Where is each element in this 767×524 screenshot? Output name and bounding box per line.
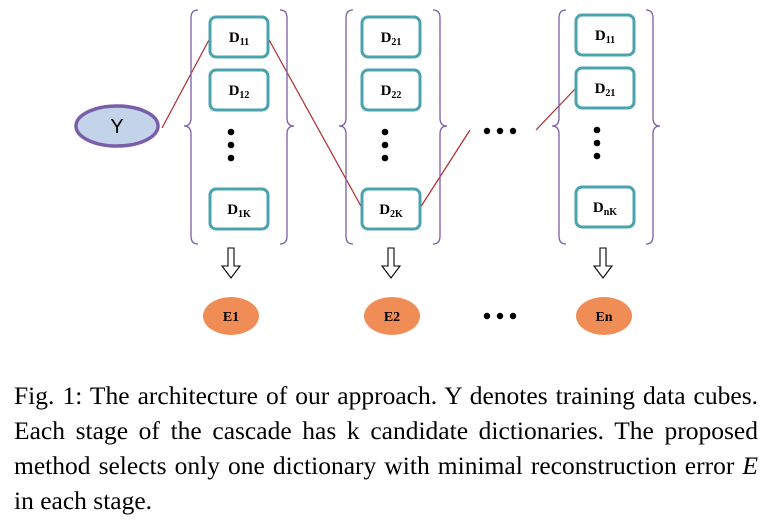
dict-main: D bbox=[595, 28, 606, 44]
dict-main: D bbox=[593, 200, 604, 216]
horizontal-ellipsis-bottom bbox=[483, 312, 517, 320]
dict-sub: 1K bbox=[238, 209, 251, 220]
horizontal-ellipsis-top bbox=[483, 127, 517, 135]
down-arrow-icon bbox=[220, 247, 242, 279]
error-node-label: En bbox=[595, 310, 612, 325]
down-arrow-icon bbox=[380, 247, 402, 279]
dict-sub: 22 bbox=[391, 90, 401, 101]
dict-main: D bbox=[379, 202, 390, 218]
stage-n-left-brace bbox=[551, 9, 567, 245]
error-node-label: E1 bbox=[223, 310, 239, 325]
dict-sub: 11 bbox=[606, 35, 615, 46]
input-node-label: Y bbox=[110, 116, 123, 138]
stage-2-right-brace bbox=[432, 9, 448, 245]
dictionary-box-d11: D11 bbox=[208, 15, 270, 59]
dictionary-box-d12: D12 bbox=[208, 68, 270, 112]
svg-text:D21: D21 bbox=[595, 81, 616, 99]
vertical-ellipsis bbox=[227, 128, 235, 162]
error-node-en: En bbox=[576, 297, 632, 335]
svg-text:D12: D12 bbox=[229, 83, 250, 101]
svg-text:D1K: D1K bbox=[227, 202, 251, 220]
stage-1-right-brace bbox=[279, 9, 295, 245]
stage-2: D21 D22 D2K E2 bbox=[338, 9, 448, 335]
dict-main: D bbox=[227, 202, 238, 218]
error-node-e2: E2 bbox=[364, 297, 420, 335]
caption-symbol: E bbox=[742, 451, 758, 480]
caption-text: Fig. 1: The architecture of our approach… bbox=[14, 381, 765, 480]
dictionary-box-d2k: D2K bbox=[360, 187, 422, 231]
dict-main: D bbox=[381, 83, 392, 99]
dictionary-box-d22: D22 bbox=[360, 68, 422, 112]
dictionary-box-dn2: D21 bbox=[574, 66, 636, 110]
dict-sub: 12 bbox=[239, 90, 249, 101]
svg-text:D11: D11 bbox=[229, 30, 249, 48]
down-arrow-icon bbox=[592, 247, 614, 279]
dictionary-box-dn1: D11 bbox=[574, 13, 636, 57]
dict-main: D bbox=[229, 30, 240, 46]
dictionary-box-dnk: DnK bbox=[574, 185, 636, 229]
stage-1: D11 D12 D1K E1 bbox=[183, 9, 295, 335]
dict-sub: 11 bbox=[240, 37, 249, 48]
link-stage1-to-stage2 bbox=[267, 37, 363, 209]
vertical-ellipsis bbox=[593, 126, 601, 160]
selection-path bbox=[161, 37, 577, 209]
dict-sub: 21 bbox=[391, 37, 401, 48]
vertical-ellipsis bbox=[381, 128, 389, 162]
stage-2-left-brace bbox=[338, 9, 354, 245]
input-node-y: Y bbox=[74, 104, 160, 148]
dict-sub: 2K bbox=[390, 209, 403, 220]
dictionary-box-d21: D21 bbox=[360, 15, 422, 59]
error-node-label: E2 bbox=[384, 310, 400, 325]
dict-main: D bbox=[595, 81, 606, 97]
caption-text-end: in each stage. bbox=[14, 451, 765, 515]
link-y-to-stage1 bbox=[161, 37, 211, 129]
svg-text:D2K: D2K bbox=[379, 202, 403, 220]
dict-main: D bbox=[381, 30, 392, 46]
figure-caption: Fig. 1: The architecture of our approach… bbox=[14, 378, 758, 518]
svg-text:D21: D21 bbox=[381, 30, 402, 48]
error-node-e1: E1 bbox=[203, 297, 259, 335]
link-gap-to-stage3 bbox=[535, 87, 577, 131]
cascade-diagram: Y D11 D12 D1K bbox=[74, 9, 661, 335]
dictionary-box-d1k: D1K bbox=[208, 187, 270, 231]
svg-text:DnK: DnK bbox=[593, 200, 617, 218]
svg-text:D11: D11 bbox=[595, 28, 615, 46]
dict-sub: nK bbox=[604, 207, 618, 218]
stage-1-left-brace bbox=[183, 9, 199, 245]
stage-n: D11 D21 DnK En bbox=[551, 9, 661, 335]
dict-main: D bbox=[229, 83, 240, 99]
dict-sub: 21 bbox=[605, 88, 615, 99]
stage-n-right-brace bbox=[645, 9, 661, 245]
link-stage2-to-gap bbox=[419, 129, 471, 209]
svg-text:D22: D22 bbox=[381, 83, 402, 101]
